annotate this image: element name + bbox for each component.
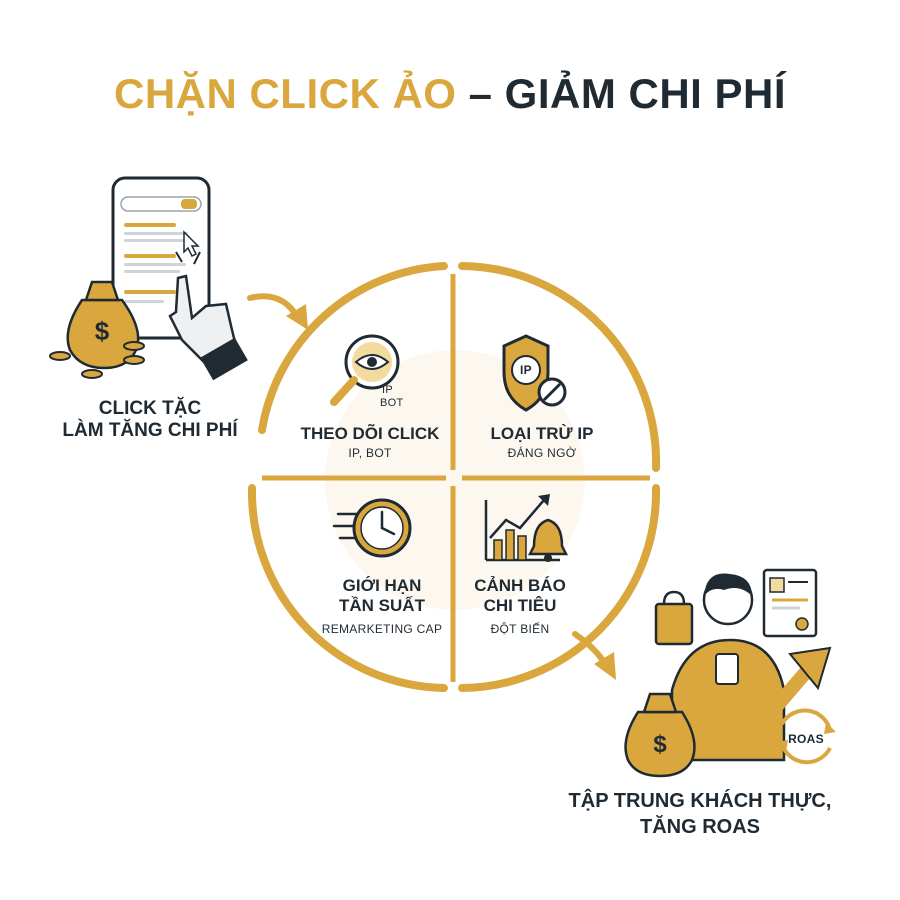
q2-title: LOẠI TRỪ IP bbox=[490, 424, 594, 443]
shield-block-icon bbox=[502, 334, 567, 412]
magnifier-eye-icon bbox=[330, 334, 400, 406]
shopping-bag-icon bbox=[654, 590, 694, 646]
title-part1: CHẶN CLICK ẢO bbox=[113, 70, 457, 117]
q2-icon-text: IP bbox=[520, 363, 532, 377]
title-dash: – bbox=[456, 70, 505, 117]
roas-cycle-icon bbox=[776, 708, 836, 765]
q4-title-line1: CẢNH BÁO bbox=[474, 576, 566, 595]
right-label-line1: TẬP TRUNG KHÁCH THỰC, bbox=[568, 790, 832, 812]
money-bag-icon: $ bbox=[49, 280, 145, 379]
q3-sub: REMARKETING CAP bbox=[321, 622, 443, 636]
q1-sub: IP, BOT bbox=[348, 446, 392, 460]
right-label: TẬP TRUNG KHÁCH THỰC, TĂNG ROAS bbox=[540, 788, 860, 840]
q1-title: THEO DÕI CLICK bbox=[300, 424, 440, 443]
page-title: CHẶN CLICK ẢO – GIẢM CHI PHÍ bbox=[0, 70, 900, 118]
q3-title-line1: GIỚI HẠN bbox=[342, 576, 422, 595]
chart-bell-icon bbox=[484, 494, 569, 562]
arrow-in-icon bbox=[247, 293, 308, 330]
q4-title: CẢNH BÁO CHI TIÊU bbox=[430, 576, 610, 615]
arrow-out-icon bbox=[572, 631, 616, 680]
left-label-line1: CLICK TẶC bbox=[98, 398, 202, 419]
q2-sub: ĐÁNG NGỜ bbox=[507, 446, 577, 460]
robot-hand-icon bbox=[168, 251, 248, 381]
money-bag-right-icon: $ bbox=[624, 692, 696, 778]
left-label: CLICK TẶC LÀM TĂNG CHI PHÍ bbox=[40, 398, 260, 442]
q4-title-line2: CHI TIÊU bbox=[483, 595, 557, 615]
q4-sub: ĐỘT BIẾN bbox=[490, 622, 550, 636]
central-cycle bbox=[247, 262, 661, 692]
roas-badge: ROAS bbox=[788, 732, 824, 746]
q1-icon-text: IP bbox=[382, 384, 393, 396]
svg-text:$: $ bbox=[653, 731, 667, 758]
clock-speed-icon bbox=[332, 498, 412, 558]
svg-text:$: $ bbox=[95, 316, 110, 346]
q3-title-line2: TẦN SUẤT bbox=[339, 595, 425, 615]
left-label-line2: LÀM TĂNG CHI PHÍ bbox=[62, 419, 238, 441]
q1-icon-text2: BOT bbox=[380, 397, 404, 409]
q3-title: GIỚI HẠN TẦN SUẤT bbox=[292, 576, 472, 615]
document-icon bbox=[762, 568, 818, 638]
title-part2: GIẢM CHI PHÍ bbox=[504, 70, 787, 117]
right-label-line2: TĂNG ROAS bbox=[640, 816, 760, 838]
